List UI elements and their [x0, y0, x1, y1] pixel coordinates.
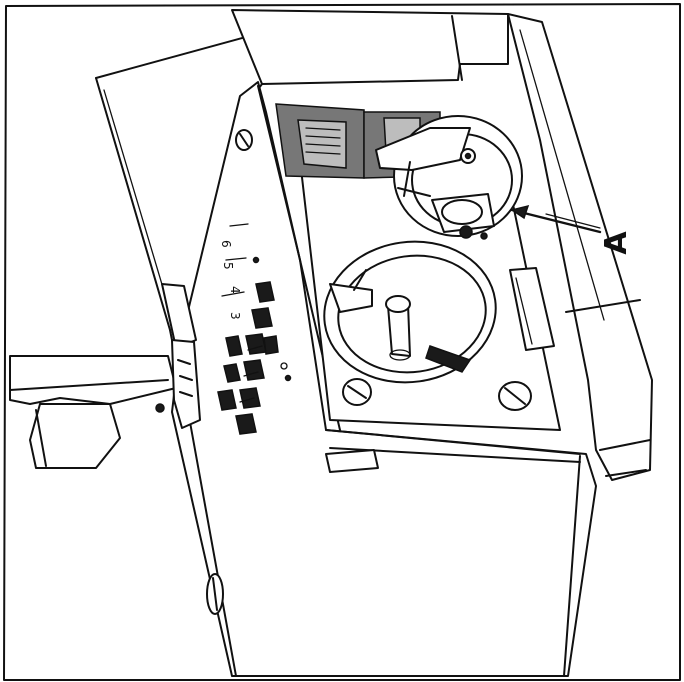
hook-finger: [329, 283, 373, 313]
presser-foot: [9, 283, 201, 469]
callout-a: A: [510, 204, 634, 255]
scale-number: 4: [228, 286, 242, 294]
scale-number: 3: [228, 312, 242, 320]
front-latch: [325, 449, 379, 473]
screws: [206, 129, 532, 615]
callout-label: A: [599, 231, 634, 255]
bobbin-case: [375, 115, 523, 240]
screw-icon: [206, 573, 224, 615]
scan-border: [3, 3, 681, 681]
hook-race-inner: [337, 254, 487, 374]
slide-plate-tab: [509, 267, 555, 351]
screw-icon: [498, 381, 532, 411]
bobbin-case-latch: [375, 127, 471, 171]
stitch-pattern-icons: [217, 281, 279, 435]
stitch-scale: 3 4 5 6: [217, 223, 292, 435]
scale-number: 5: [221, 262, 235, 270]
needle-plate-frame: [231, 9, 653, 481]
screw-icon: [235, 129, 253, 151]
arrow-icon: [510, 208, 602, 234]
scale-number: 6: [219, 240, 233, 248]
screw-icon: [342, 378, 372, 406]
hook-race-outer: [323, 240, 497, 384]
